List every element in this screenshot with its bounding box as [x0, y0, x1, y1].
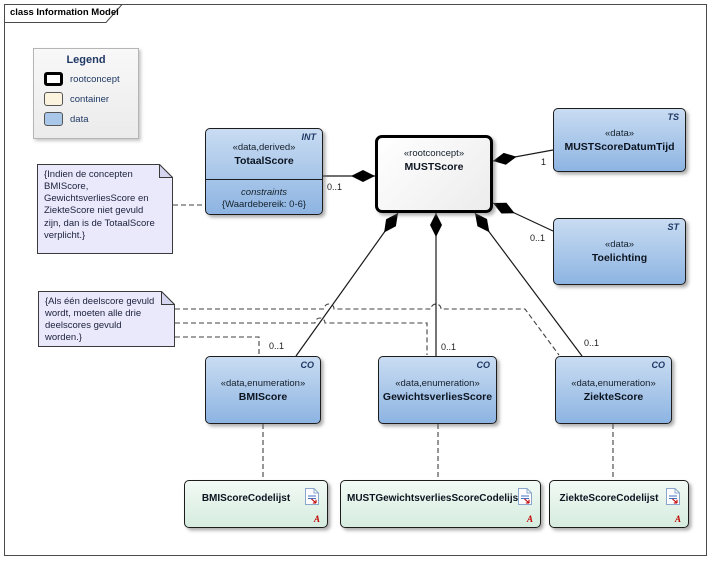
class-tag: CO: [300, 360, 315, 370]
class-name: TotaalScore: [234, 154, 294, 167]
rootconcept-swatch-icon: [44, 72, 63, 86]
multiplicity-totaalscore: 0..1: [327, 182, 343, 192]
legend-item-container: container: [44, 92, 138, 106]
legend-item-label: data: [70, 113, 89, 125]
codelist-name: ZiekteScoreCodelijst: [559, 493, 659, 504]
note-totaalscore-constraint[interactable]: {Indien de concepten BMIScore, Gewichtsv…: [37, 164, 173, 254]
codelist-name: MUSTGewichtsverliesScoreCodelijst: [347, 493, 522, 504]
class-tag: CO: [476, 360, 491, 370]
document-icon: [518, 488, 532, 505]
class-ziektescore[interactable]: CO «data,enumeration» ZiekteScore: [555, 356, 672, 424]
composition-diamond-icon: [493, 152, 517, 165]
class-name: ZiekteScore: [583, 390, 644, 403]
class-totaalscore[interactable]: INT «data,derived» TotaalScore constrain…: [205, 128, 323, 215]
note-fold-icon: [37, 164, 173, 254]
class-mustscoredatumtijd[interactable]: TS «data» MUSTScoreDatumTijd: [553, 108, 686, 172]
multiplicity-toelichting: 0..1: [530, 233, 546, 243]
class-tag: CO: [651, 360, 666, 370]
document-icon: [305, 488, 319, 505]
class-stereotype: «data,enumeration»: [220, 377, 306, 389]
composition-diamond-icon: [475, 213, 490, 233]
class-stereotype: «data,enumeration»: [571, 377, 656, 389]
legend-item-label: rootconcept: [70, 73, 120, 85]
connector-note-bmiscore[interactable]: [175, 336, 260, 355]
class-tag: TS: [667, 112, 679, 122]
composition-diamond-icon: [493, 202, 515, 214]
connector-mustscore-bmiscore[interactable]: [295, 212, 399, 357]
class-mustscore[interactable]: «rootconcept» MUSTScore: [375, 135, 493, 213]
constraint-value: {Waardebereik: 0-6}: [221, 198, 307, 210]
multiplicity-mustscoredatumtijd: 1: [541, 157, 547, 167]
class-tag: INT: [301, 132, 317, 142]
codelist-mustgewichtsverliesscorecodelijst[interactable]: MUSTGewichtsverliesScoreCodelijst A: [340, 480, 541, 528]
connector-note-gewichtsverliesscore[interactable]: [175, 317, 428, 355]
connector-note-ziektescore[interactable]: [175, 303, 560, 356]
codelist-bmiscorecodelijst[interactable]: BMIScoreCodelijst A: [184, 480, 328, 528]
frame-title: class Information Model: [10, 7, 119, 18]
artifact-marker: A: [313, 514, 320, 524]
class-name: Toelichting: [591, 252, 648, 264]
codelist-ziektescorecodelijst[interactable]: ZiekteScoreCodelijst A: [549, 480, 689, 528]
legend-item-rootconcept: rootconcept: [44, 72, 138, 86]
note-fold-icon: [38, 291, 175, 347]
note-text: {Indien de concepten BMIScore, Gewichtsv…: [44, 169, 155, 241]
class-stereotype: «data»: [604, 127, 635, 139]
class-name: MUSTScore: [404, 161, 464, 173]
legend[interactable]: Legend rootconcept container data: [33, 48, 139, 139]
composition-diamond-icon: [351, 170, 375, 182]
legend-title: Legend: [66, 54, 106, 66]
class-stereotype: «data»: [604, 239, 635, 250]
legend-item-data: data: [44, 112, 138, 126]
constraints-compartment: constraints {Waardebereik: 0-6}: [206, 179, 322, 216]
note-deelscore-constraint[interactable]: {Als één deelscore gevuld wordt, moeten …: [38, 291, 175, 347]
class-stereotype: «rootconcept»: [403, 148, 465, 159]
class-name: GewichtsverliesScore: [382, 390, 493, 403]
data-swatch-icon: [44, 112, 63, 126]
constraints-header: constraints: [241, 186, 287, 198]
class-stereotype: «data,derived»: [232, 141, 296, 153]
multiplicity-gewichtsverliesscore: 0..1: [441, 342, 457, 352]
composition-diamond-icon: [430, 213, 442, 237]
legend-item-label: container: [70, 93, 110, 105]
class-tag: ST: [667, 222, 679, 232]
class-name: MUSTScoreDatumTijd: [564, 140, 675, 153]
multiplicity-ziektescore: 0..1: [584, 338, 600, 348]
class-gewichtsverliesscore[interactable]: CO «data,enumeration» GewichtsverliesSco…: [378, 356, 497, 424]
artifact-marker: A: [526, 514, 533, 524]
composition-diamond-icon: [384, 213, 398, 233]
connector-mustscore-toelichting[interactable]: [492, 202, 554, 232]
container-swatch-icon: [44, 92, 63, 106]
class-bmiscore[interactable]: CO «data,enumeration» BMIScore: [205, 356, 321, 424]
class-name: BMIScore: [238, 390, 288, 403]
artifact-marker: A: [674, 514, 681, 524]
multiplicity-bmiscore: 0..1: [269, 341, 285, 351]
class-toelichting[interactable]: ST «data» Toelichting: [553, 218, 686, 285]
codelist-name: BMIScoreCodelijst: [201, 493, 291, 504]
note-text: {Als één deelscore gevuld wordt, moeten …: [45, 296, 155, 344]
document-icon: [666, 488, 680, 505]
class-stereotype: «data,enumeration»: [395, 377, 480, 389]
